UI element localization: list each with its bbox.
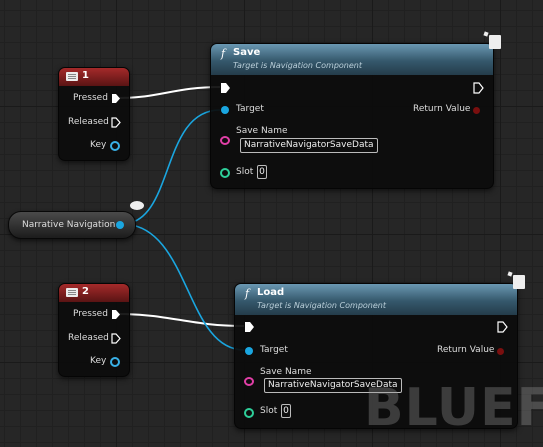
function-icon: f	[221, 47, 226, 60]
slot-input[interactable]: 0	[257, 165, 267, 179]
key-label: Key	[90, 140, 107, 150]
exec-out-pin[interactable]	[473, 82, 484, 94]
exec-wire-save	[117, 86, 221, 99]
exec-wire-load	[117, 313, 245, 327]
save-name-input[interactable]: NarrativeNavigatorSaveData	[264, 378, 402, 393]
function-header: f Load Target is Navigation Component	[235, 284, 517, 315]
variable-output-pin[interactable]	[116, 221, 124, 229]
native-function-icon	[489, 35, 501, 49]
return-value-label: Return Value	[413, 104, 471, 114]
narrative-navigation-variable-node[interactable]: Narrative Navigation	[8, 211, 136, 239]
key-label: Key	[90, 356, 107, 366]
key-pin[interactable]	[110, 357, 120, 367]
pressed-label: Pressed	[73, 309, 108, 319]
target-pin[interactable]	[221, 106, 229, 114]
target-label: Target	[260, 345, 288, 355]
function-title: Save	[233, 47, 261, 58]
exec-out-pin[interactable]	[497, 321, 508, 333]
save-name-label: Save Name	[260, 367, 312, 377]
key-event-node-2[interactable]: 2 Pressed Released Key	[58, 283, 130, 377]
target-pin[interactable]	[245, 347, 253, 355]
slot-label: Slot	[260, 406, 278, 416]
slot-pin[interactable]	[220, 168, 230, 178]
native-function-icon	[513, 275, 525, 289]
object-wire-save	[121, 109, 221, 225]
keyboard-icon	[66, 288, 78, 297]
save-name-pin[interactable]	[244, 377, 254, 386]
return-value-pin[interactable]	[473, 107, 480, 114]
keyboard-icon	[66, 72, 78, 81]
function-subtitle: Target is Navigation Component	[257, 301, 386, 310]
key-event-node-1[interactable]: 1 Pressed Released Key	[58, 67, 130, 161]
load-function-node[interactable]: f Load Target is Navigation Component Ta…	[234, 283, 518, 429]
released-exec-pin[interactable]	[111, 333, 121, 344]
return-value-label: Return Value	[437, 345, 495, 355]
pressed-exec-pin[interactable]	[111, 93, 121, 104]
save-name-label: Save Name	[236, 126, 288, 136]
function-header: f Save Target is Navigation Component	[211, 44, 493, 75]
blueprint-watermark: BLUEF	[364, 378, 543, 438]
pressed-label: Pressed	[73, 93, 108, 103]
exec-in-pin[interactable]	[220, 82, 231, 94]
function-icon: f	[245, 287, 250, 300]
exec-in-pin[interactable]	[244, 321, 255, 333]
function-title: Load	[257, 287, 285, 298]
comment-bubble-icon[interactable]	[130, 201, 144, 210]
save-function-node[interactable]: f Save Target is Navigation Component Ta…	[210, 43, 494, 189]
return-value-pin[interactable]	[497, 348, 504, 355]
save-name-input[interactable]: NarrativeNavigatorSaveData	[240, 138, 378, 153]
key-pin[interactable]	[110, 141, 120, 151]
event-title: 1	[82, 70, 89, 81]
released-label: Released	[68, 333, 109, 343]
object-wire-load	[121, 223, 245, 351]
slot-label: Slot	[236, 167, 254, 177]
target-label: Target	[236, 104, 264, 114]
save-name-pin[interactable]	[220, 136, 230, 145]
slot-input[interactable]: 0	[281, 404, 291, 418]
event-title: 2	[82, 286, 89, 297]
slot-pin[interactable]	[244, 408, 254, 418]
variable-label: Narrative Navigation	[22, 220, 116, 230]
event-header: 2	[59, 284, 129, 302]
released-label: Released	[68, 117, 109, 127]
function-subtitle: Target is Navigation Component	[233, 61, 362, 70]
pressed-exec-pin[interactable]	[111, 309, 121, 320]
released-exec-pin[interactable]	[111, 117, 121, 128]
event-header: 1	[59, 68, 129, 86]
